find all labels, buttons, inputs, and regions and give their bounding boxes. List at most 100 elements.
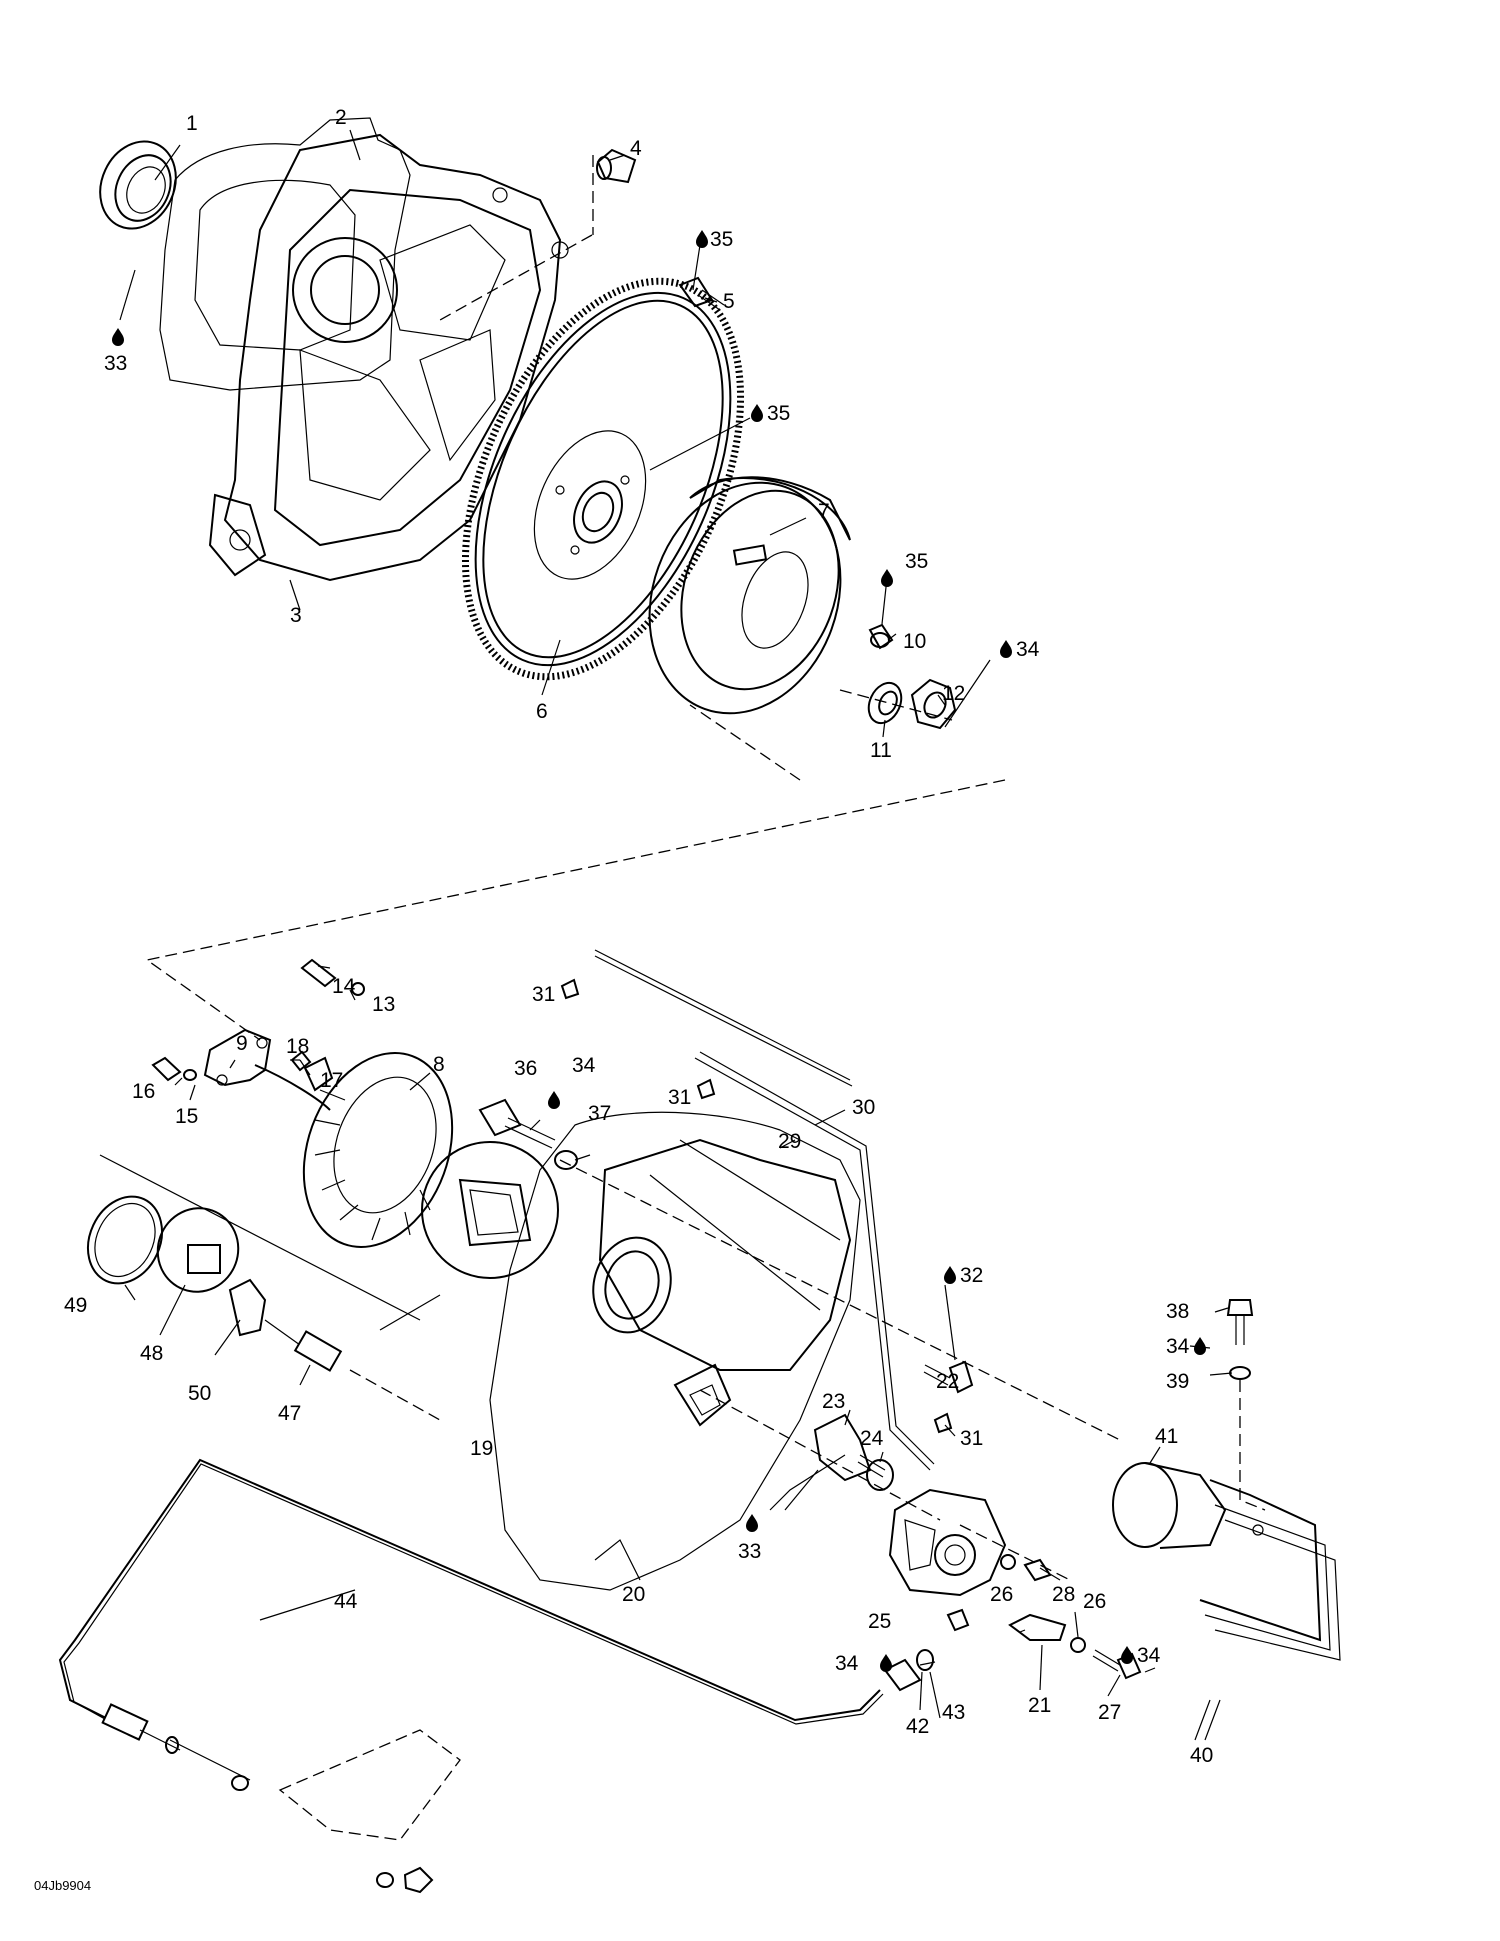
callout-number: 10 xyxy=(903,630,926,653)
callout-number: 42 xyxy=(906,1715,929,1738)
callout-33a: 33 xyxy=(104,328,127,375)
rod-part xyxy=(594,949,853,1087)
callout-31c: 31 xyxy=(960,1427,983,1450)
nut-part xyxy=(910,678,957,730)
callout-number: 19 xyxy=(470,1437,493,1460)
oil-drop-icon xyxy=(1121,1646,1133,1664)
callout-38: 38 xyxy=(1166,1300,1189,1323)
callout-number: 41 xyxy=(1155,1425,1178,1448)
callout-number: 40 xyxy=(1190,1744,1213,1767)
bracket-outline xyxy=(278,1729,461,1841)
callout-number: 4 xyxy=(630,137,642,160)
callout-34c: 34 xyxy=(1166,1335,1206,1358)
throttle-bracket-part xyxy=(888,1488,1007,1597)
callout-number: 26 xyxy=(990,1583,1013,1606)
callout-number: 22 xyxy=(936,1370,959,1393)
callout-number: 47 xyxy=(278,1402,301,1425)
callout-number: 21 xyxy=(1028,1694,1051,1717)
callout-11: 11 xyxy=(870,739,892,762)
leader-lines xyxy=(119,129,1233,1741)
bolt-part xyxy=(1226,1299,1254,1380)
callout-40: 40 xyxy=(1190,1744,1213,1767)
oil-drop-icon xyxy=(696,230,708,248)
callout-number: 16 xyxy=(132,1080,155,1103)
callout-number: 34 xyxy=(835,1652,859,1675)
callout-35b: 35 xyxy=(751,402,790,425)
callout-number: 37 xyxy=(588,1102,611,1125)
bolt-part xyxy=(678,276,725,311)
callout-31a: 31 xyxy=(532,983,555,1006)
callout-22: 22 xyxy=(936,1370,959,1393)
callout-26b: 26 xyxy=(1083,1590,1106,1613)
callout-number: 13 xyxy=(372,993,395,1016)
screw-part xyxy=(290,1050,312,1072)
callout-32: 32 xyxy=(944,1264,983,1287)
seal-part xyxy=(560,978,580,1000)
callout-number: 35 xyxy=(710,228,733,251)
magnified-detail-part xyxy=(421,1141,559,1279)
leader-line xyxy=(689,689,953,781)
callout-48: 48 xyxy=(140,1342,163,1365)
screw-part xyxy=(300,958,365,996)
plate-part xyxy=(1008,1613,1067,1641)
callout-42: 42 xyxy=(906,1715,929,1738)
callout-49: 49 xyxy=(64,1294,87,1317)
callout-number: 6 xyxy=(536,700,548,723)
callout-number: 15 xyxy=(175,1105,198,1128)
oil-drop-icon xyxy=(548,1091,560,1109)
callout-34a: 34 xyxy=(1000,638,1040,661)
callout-number: 18 xyxy=(286,1035,309,1058)
seal-part xyxy=(696,1078,716,1100)
callout-number: 26 xyxy=(1083,1590,1106,1613)
callout-34b: 34 xyxy=(548,1054,596,1109)
callout-29: 29 xyxy=(778,1130,801,1153)
callout-47: 47 xyxy=(278,1402,301,1425)
callout-number: 23 xyxy=(822,1390,845,1413)
cable-stop-part xyxy=(883,1608,970,1692)
callout-28: 28 xyxy=(1052,1583,1075,1606)
callout-number: 49 xyxy=(64,1294,87,1317)
oil-drop-icon xyxy=(751,404,763,422)
callout-number: 44 xyxy=(334,1590,358,1613)
oil-drop-icon xyxy=(1000,640,1012,658)
callout-number: 20 xyxy=(622,1583,645,1606)
callout-number: 31 xyxy=(532,983,555,1006)
callout-number: 5 xyxy=(723,290,735,313)
callout-34d: 34 xyxy=(1121,1644,1161,1667)
callout-16: 16 xyxy=(132,1080,155,1103)
callout-1: 1 xyxy=(186,112,198,135)
washer-part xyxy=(554,1150,578,1170)
nut-part xyxy=(376,1866,434,1894)
callout-number: 38 xyxy=(1166,1300,1189,1323)
alignment-line xyxy=(559,1159,1121,1441)
callout-21: 21 xyxy=(1028,1694,1051,1717)
washer-part xyxy=(1070,1637,1086,1653)
callout-33b: 33 xyxy=(738,1514,761,1563)
callout-20: 20 xyxy=(622,1583,645,1606)
callout-4: 4 xyxy=(630,137,642,160)
o-ring-part xyxy=(87,1195,163,1285)
callout-43: 43 xyxy=(942,1701,965,1724)
callout-number: 3 xyxy=(290,604,302,627)
callout-24: 24 xyxy=(860,1427,884,1450)
callout-number: 24 xyxy=(860,1427,884,1450)
screw-part xyxy=(1000,1554,1061,1582)
callout-number: 11 xyxy=(870,739,892,762)
callout-number: 39 xyxy=(1166,1370,1189,1393)
callout-14: 14 xyxy=(332,975,356,998)
callout-3: 3 xyxy=(290,604,302,627)
callout-25: 25 xyxy=(868,1610,891,1633)
bolt-part xyxy=(478,1098,556,1149)
callout-number: 43 xyxy=(942,1701,965,1724)
callout-number: 7 xyxy=(818,500,830,523)
callout-number: 34 xyxy=(1166,1335,1190,1358)
grommet-part xyxy=(228,1278,267,1337)
washer-part xyxy=(867,681,903,725)
pto-housing-part xyxy=(208,133,569,582)
screw-part xyxy=(1092,1649,1142,1680)
callout-9: 9 xyxy=(236,1032,248,1055)
callout-number: 35 xyxy=(905,550,928,573)
callout-number: 30 xyxy=(852,1096,875,1119)
oil-drop-icon xyxy=(944,1266,956,1284)
